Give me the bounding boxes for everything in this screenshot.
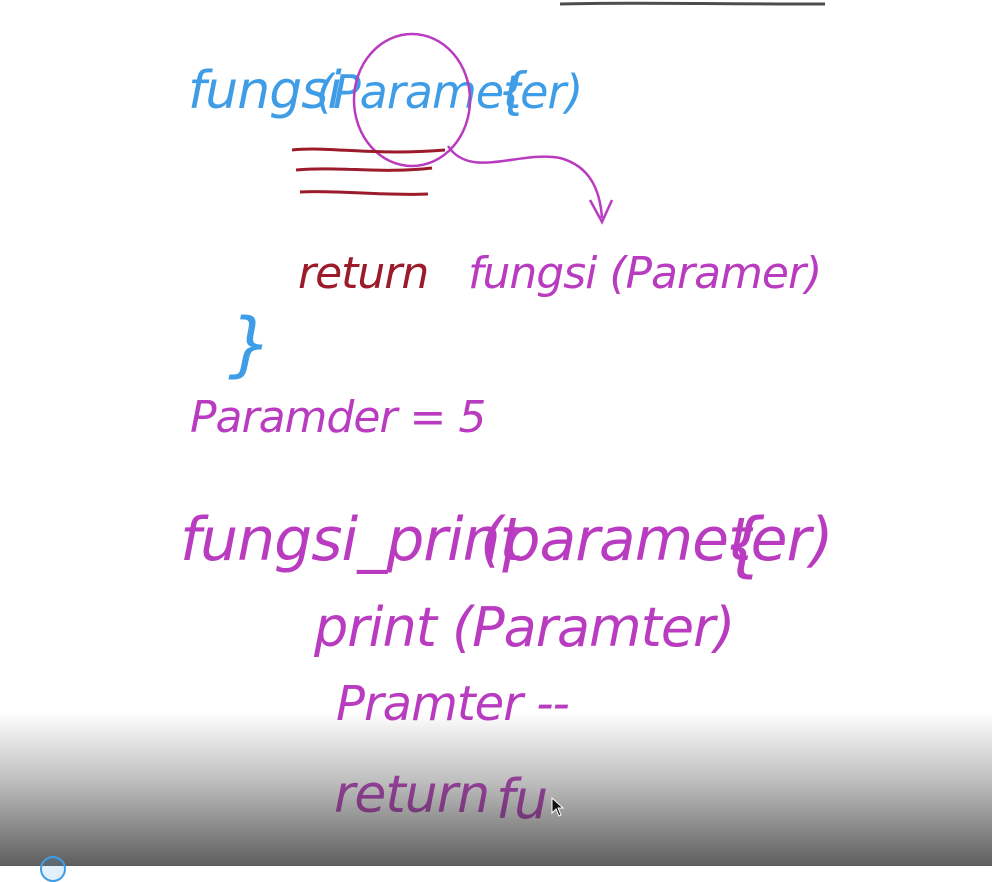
return-statement-keyword: return <box>334 765 489 825</box>
function-name-text: fungsi <box>188 61 342 121</box>
player-progress-handle[interactable] <box>40 856 66 882</box>
function-print-name: fungsi_print <box>180 505 526 575</box>
function-param-text: (Parameter) <box>316 65 582 119</box>
body-scribble-line-1 <box>291 147 446 154</box>
recursive-call-text: fungsi (Paramer) <box>468 248 821 299</box>
function-print-open-brace: { <box>722 503 766 585</box>
top-edge-stroke <box>559 1 826 6</box>
function-open-brace: { <box>497 62 528 120</box>
decrement-statement: Pramter -- <box>336 676 569 732</box>
body-scribble-line-3 <box>299 190 429 196</box>
mouse-cursor-icon <box>551 797 565 817</box>
parameter-circle-annotation <box>352 32 472 168</box>
print-statement: print (Paramter) <box>313 596 734 659</box>
function-close-brace: } <box>228 303 272 385</box>
return-keyword: return <box>298 248 428 299</box>
parameter-arrow-annotation <box>446 145 604 219</box>
function-print-param: (parameter) <box>480 505 833 575</box>
body-scribble-line-2 <box>295 166 433 172</box>
arrow-head <box>588 199 614 225</box>
return-statement-call: fu <box>496 768 547 831</box>
parameter-assignment: Paramder = 5 <box>190 392 485 443</box>
